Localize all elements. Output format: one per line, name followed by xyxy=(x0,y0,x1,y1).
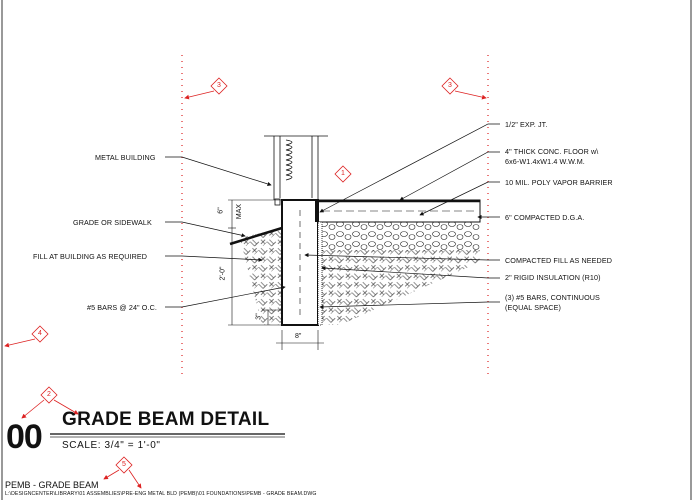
tag-3-left: 3 xyxy=(217,82,221,89)
detail-title: GRADE BEAM DETAIL xyxy=(62,409,270,430)
detail-name: PEMB - GRADE BEAM xyxy=(5,480,99,490)
dim-grade: 6" xyxy=(217,207,225,214)
leaders xyxy=(165,123,500,309)
dim-depth: 2'-0" xyxy=(219,266,227,281)
expansion-joint xyxy=(315,200,319,222)
label-grade: GRADE OR SIDEWALK xyxy=(73,218,152,227)
label-cont-bars: (3) #5 BARS, CONTINUOUS xyxy=(505,293,600,302)
metal-building-wall xyxy=(264,135,328,206)
dimension-lines xyxy=(228,199,324,350)
label-metal-building: METAL BUILDING xyxy=(95,153,156,162)
label-bars: #5 BARS @ 24" O.C. xyxy=(87,303,157,312)
dim-max: MAX xyxy=(236,203,244,220)
tag-1: 1 xyxy=(341,170,345,177)
grade-beam xyxy=(281,199,319,326)
detail-number: 00 xyxy=(6,418,43,456)
label-compacted-fill: COMPACTED FILL AS NEEDED xyxy=(505,256,613,265)
label-dga: 6" COMPACTED D.G.A. xyxy=(505,213,585,222)
tag-4: 4 xyxy=(38,330,42,337)
tag-5: 5 xyxy=(122,461,126,468)
grade-line xyxy=(229,226,283,246)
dga-stone xyxy=(322,222,480,250)
file-path: L:\DESIGNCENTER\LIBRARY\01 ASSEMBLIES\PR… xyxy=(5,491,317,497)
label-vapor-barrier: 10 MIL. POLY VAPOR BARRIER xyxy=(505,178,613,187)
detail-scale: SCALE: 3/4" = 1'-0" xyxy=(62,440,161,451)
tag-2: 2 xyxy=(47,391,51,398)
fill-soil-left xyxy=(240,228,282,325)
dim-cover: 3" xyxy=(255,313,263,320)
compacted-fill-right xyxy=(322,250,480,325)
tag-3-right: 3 xyxy=(448,82,452,89)
label-insulation: 2" RIGID INSULATION (R10) xyxy=(505,273,601,282)
label-wwm: 6x6-W1.4xW1.4 W.W.M. xyxy=(505,157,585,166)
label-exp-jt: 1/2" EXP. JT. xyxy=(505,120,548,129)
label-fill: FILL AT BUILDING AS REQUIRED xyxy=(33,252,148,261)
dim-width: 8" xyxy=(295,333,302,340)
label-equal-space: (EQUAL SPACE) xyxy=(505,303,562,312)
title-underline xyxy=(50,433,285,438)
rigid-insulation xyxy=(317,221,323,326)
label-conc-floor: 4" THICK CONC. FLOOR w\ xyxy=(505,147,599,156)
markup-tags xyxy=(4,77,487,489)
